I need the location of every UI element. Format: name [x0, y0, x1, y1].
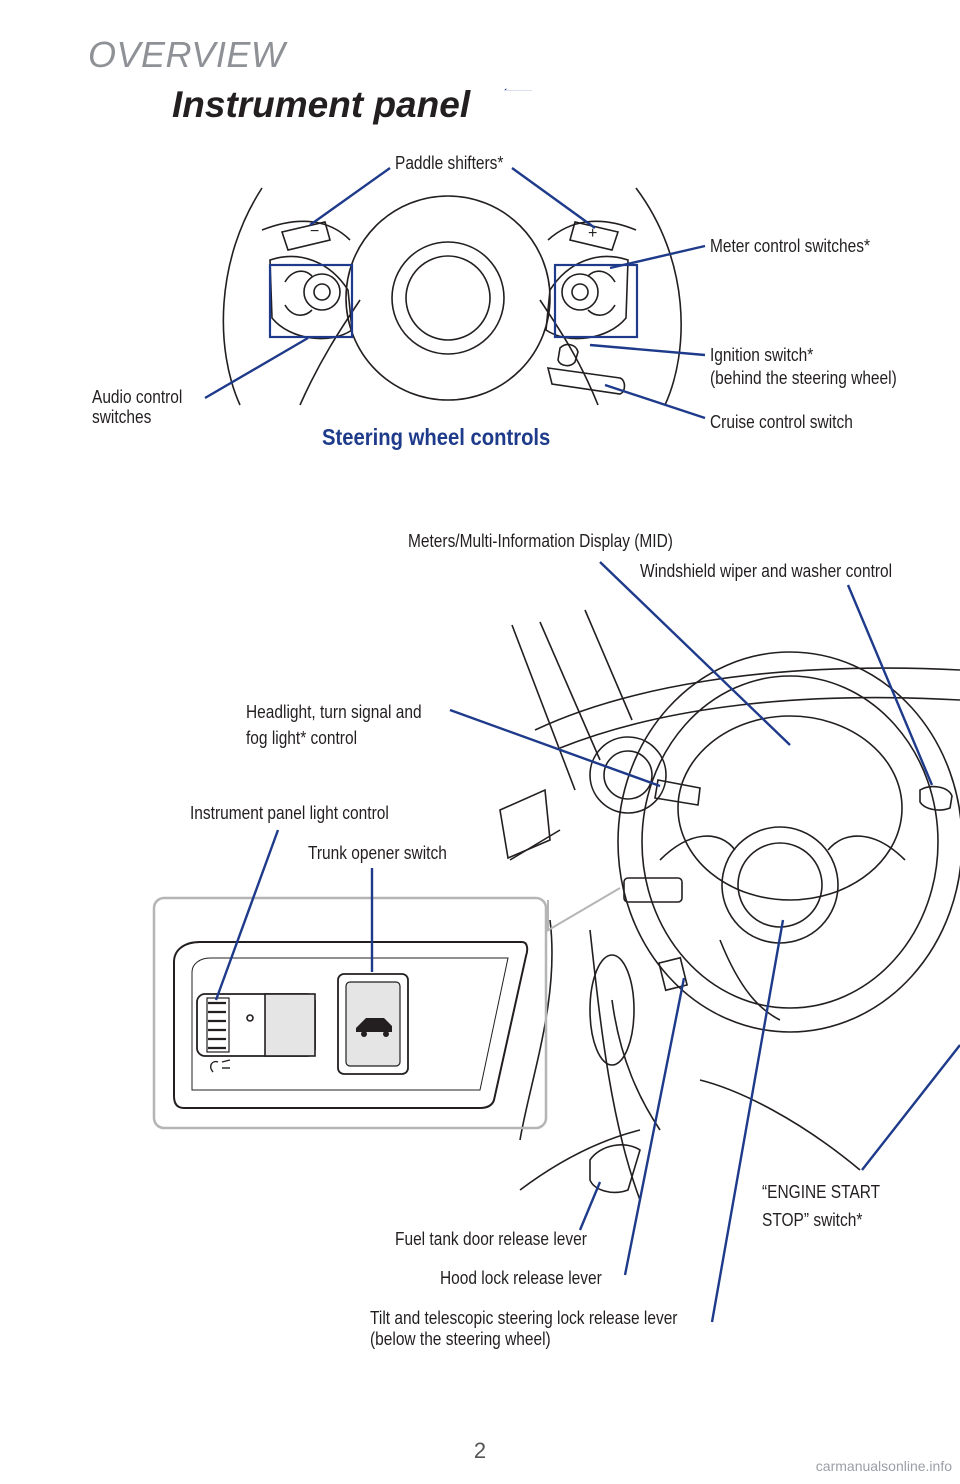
- label-panel-light-control: Instrument panel light control: [190, 803, 389, 823]
- label-fuel-door-lever: Fuel tank door release lever: [395, 1229, 587, 1249]
- label-headlight-control: Headlight, turn signal and: [246, 702, 422, 722]
- label-cruise-control-switch: Cruise control switch: [710, 412, 853, 432]
- label-wiper-control: Windshield wiper and washer control: [640, 561, 893, 581]
- label-tilt-telescopic-note: (below the steering wheel): [370, 1329, 551, 1349]
- page-title: Instrument panel: [172, 84, 471, 125]
- label-ignition-switch-note: (behind the steering wheel): [710, 368, 897, 388]
- label-trunk-opener: Trunk opener switch: [308, 843, 447, 863]
- label-meter-control-switches: Meter control switches*: [710, 236, 871, 256]
- section-heading: OVERVIEW: [88, 34, 286, 75]
- label-engine-start: “ENGINE START: [762, 1182, 881, 1202]
- title-band: [504, 88, 533, 91]
- label-ignition-switch: Ignition switch*: [710, 345, 814, 365]
- svg-text:+: +: [588, 225, 597, 242]
- label-headlight-control-2: fog light* control: [246, 728, 358, 748]
- label-meters-mid: Meters/Multi-Information Display (MID): [408, 531, 673, 551]
- label-audio-control-2: switches: [92, 407, 152, 427]
- label-paddle-shifters: Paddle shifters*: [395, 153, 504, 173]
- watermark: carmanualsonline.info: [815, 1458, 952, 1474]
- label-engine-start-2: STOP” switch*: [762, 1210, 863, 1230]
- label-hood-lock-lever: Hood lock release lever: [440, 1268, 602, 1288]
- page-number: 2: [473, 1438, 487, 1463]
- label-tilt-telescopic-lever: Tilt and telescopic steering lock releas…: [370, 1308, 678, 1328]
- label-audio-control: Audio control: [92, 387, 183, 407]
- steering-wheel-caption: Steering wheel controls: [322, 424, 551, 450]
- svg-text:−: −: [310, 223, 319, 240]
